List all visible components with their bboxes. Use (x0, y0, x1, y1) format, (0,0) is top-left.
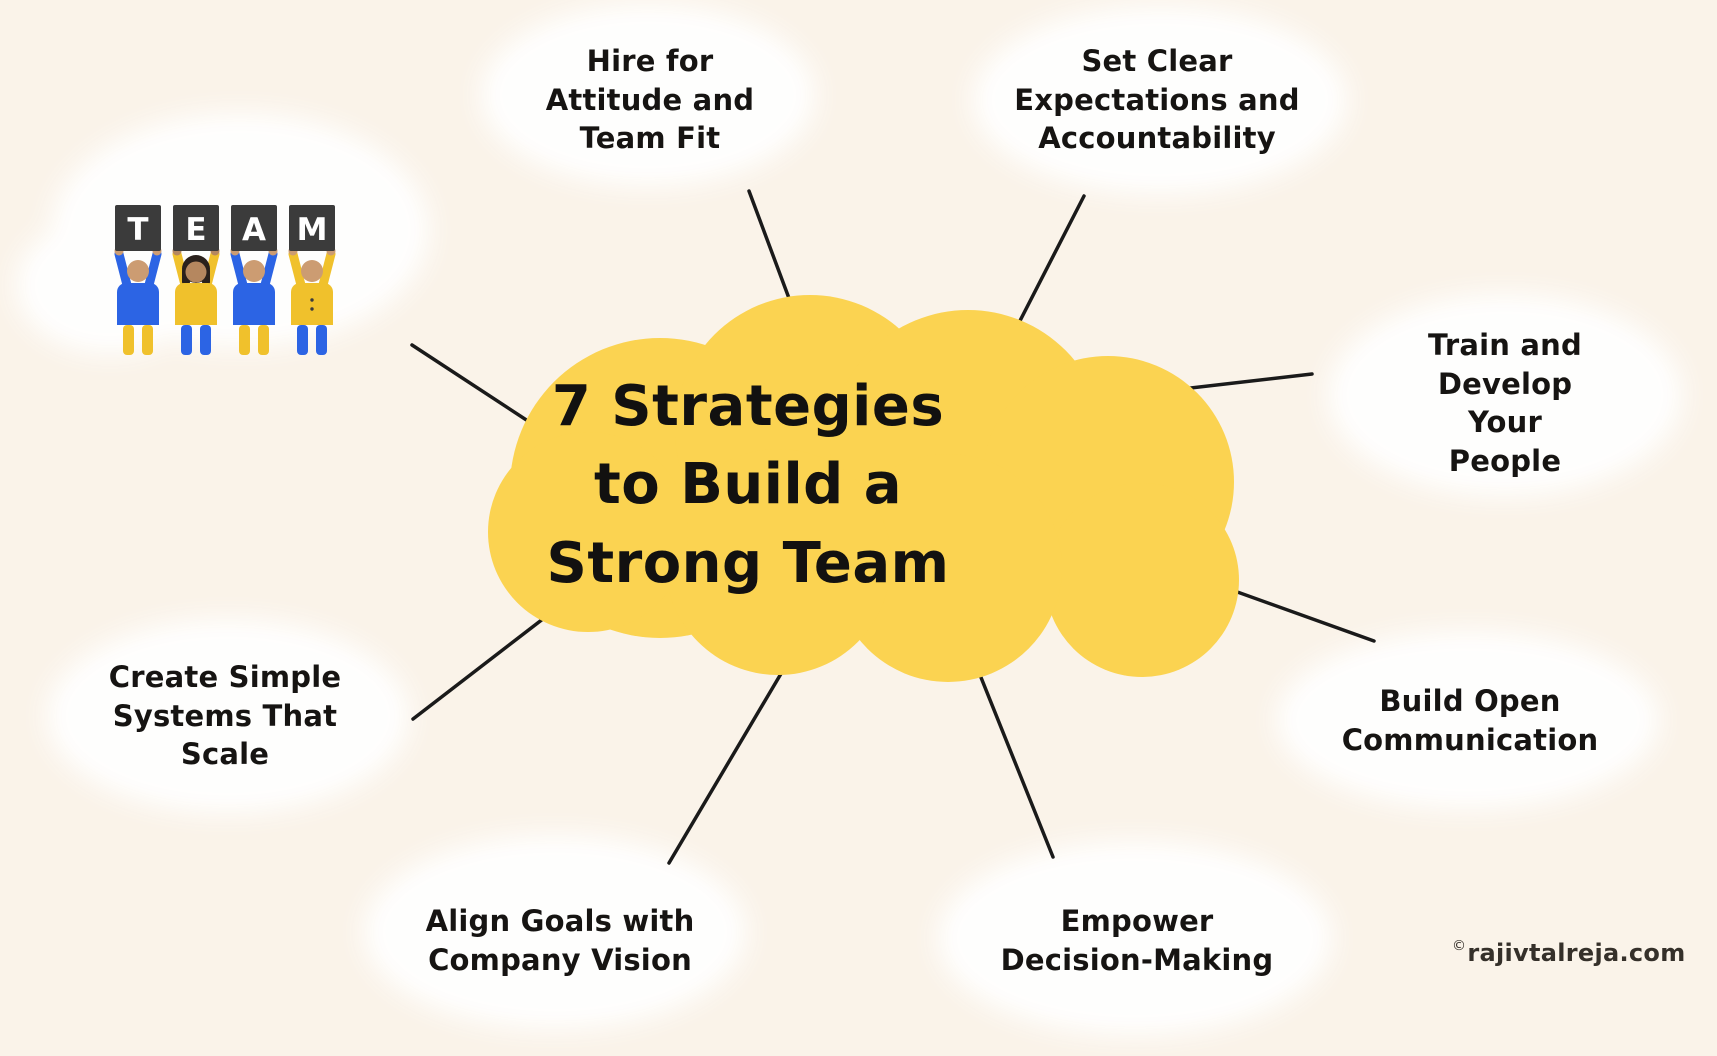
background-clouds (15, 3, 1683, 1036)
head (127, 260, 149, 282)
letter-board (115, 205, 161, 251)
central-cloud (488, 295, 1239, 682)
strategy-label-train: Train and Develop Your People (1428, 328, 1582, 478)
letter-board (173, 205, 219, 251)
team-person-3 (230, 246, 278, 355)
watermark: ©rajivtalreja.com (1452, 938, 1686, 967)
strategy-label-hire: Hire for Attitude and Team Fit (545, 44, 755, 156)
letter-a: A (242, 212, 266, 248)
team-person-4 (288, 246, 336, 355)
watermark-text: rajivtalreja.com (1467, 939, 1686, 967)
strategy-label-set-clear: Set Clear Expectations and Accountabilit… (1014, 44, 1300, 156)
team-illustration: T E A M (114, 205, 336, 355)
letter-e: E (185, 212, 206, 248)
cloud-bump (1045, 483, 1239, 677)
cloud-bump (834, 454, 1062, 682)
head (185, 261, 207, 283)
letter-t: T (127, 212, 148, 248)
letter-board (289, 205, 335, 251)
strategy-label-create: Create Simple Systems That Scale (108, 660, 342, 772)
background-cloud-hire (480, 3, 816, 187)
background-cloud-build (1276, 630, 1660, 810)
connector-line-align (667, 648, 797, 865)
cloud-bump (488, 432, 688, 632)
team-person-2 (172, 246, 220, 355)
strategy-label-align: Align Goals with Company Vision (425, 904, 695, 977)
team-letter-boards (115, 205, 335, 251)
head (301, 260, 323, 282)
strategy-label-empower: Empower Decision-Making (1000, 904, 1274, 977)
team-letters: T E A M (127, 212, 327, 248)
letter-board (231, 205, 277, 251)
background-cloud-setclear (972, 5, 1348, 195)
background-cloud-train (1327, 293, 1683, 497)
letter-m: M (297, 212, 328, 248)
head (243, 260, 265, 282)
background-cloud-create (46, 618, 410, 814)
background-cloud-empower (937, 840, 1333, 1036)
cloud-bump (665, 449, 891, 675)
copyright-symbol: © (1452, 938, 1467, 954)
strategy-label-build-open: Build Open Communication (1341, 684, 1599, 757)
connector-line-empower (968, 648, 1055, 859)
background-cloud-align (363, 834, 747, 1030)
diagram-title: 7 Strategies to Build a Strong Team (546, 374, 950, 596)
